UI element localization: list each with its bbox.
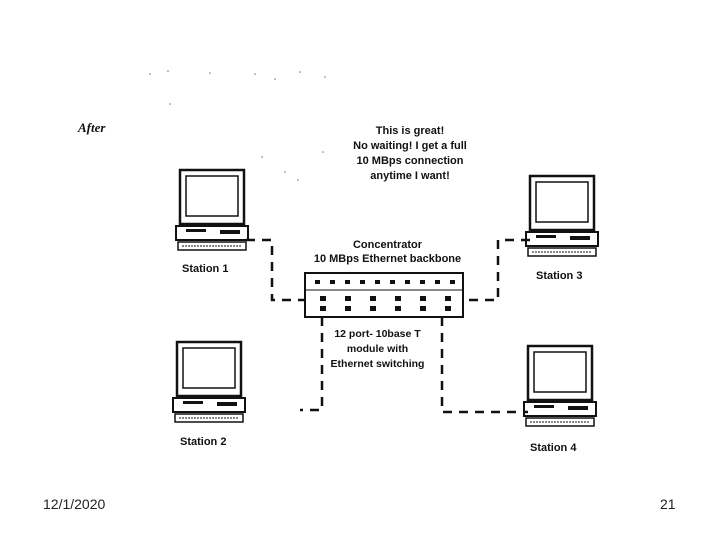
computer-station-1-icon — [174, 168, 250, 252]
module-line: Ethernet switching — [330, 358, 425, 370]
computer-station-3-icon — [524, 174, 600, 258]
link-station-1 — [246, 238, 305, 302]
station-1-label: Station 1 — [182, 263, 229, 275]
module-line: module with — [346, 343, 409, 355]
module-label: 12 port- 10base T module with Ethernet s… — [310, 327, 445, 372]
computer-station-4-icon — [522, 344, 598, 428]
scan-noise — [149, 70, 326, 181]
link-station-4 — [440, 317, 528, 414]
network-links — [246, 238, 530, 414]
concentrator-subtitle: 10 MBps Ethernet backbone — [313, 253, 462, 265]
footer-date: 12/1/2020 — [43, 496, 106, 512]
quote-line: anytime I want! — [370, 170, 450, 182]
quote-line: No waiting! I get a full — [353, 140, 467, 152]
quote-line: This is great! — [375, 125, 445, 137]
concentrator-title: Concentrator — [352, 239, 423, 251]
computer-station-2-icon — [171, 340, 247, 424]
after-caption: After — [78, 120, 106, 135]
concentrator-box — [304, 272, 464, 318]
module-line: 12 port- 10base T — [334, 328, 421, 340]
station-3-label: Station 3 — [536, 270, 583, 282]
station-4-label: Station 4 — [530, 442, 577, 454]
concentrator-label: Concentrator 10 MBps Ethernet backbone — [300, 238, 475, 266]
link-station-3 — [463, 238, 530, 302]
quote-line: 10 MBps connection — [356, 155, 464, 167]
page-number: 21 — [660, 496, 676, 512]
station-2-label: Station 2 — [180, 436, 227, 448]
speech-quote: This is great! No waiting! I get a full … — [335, 124, 485, 184]
